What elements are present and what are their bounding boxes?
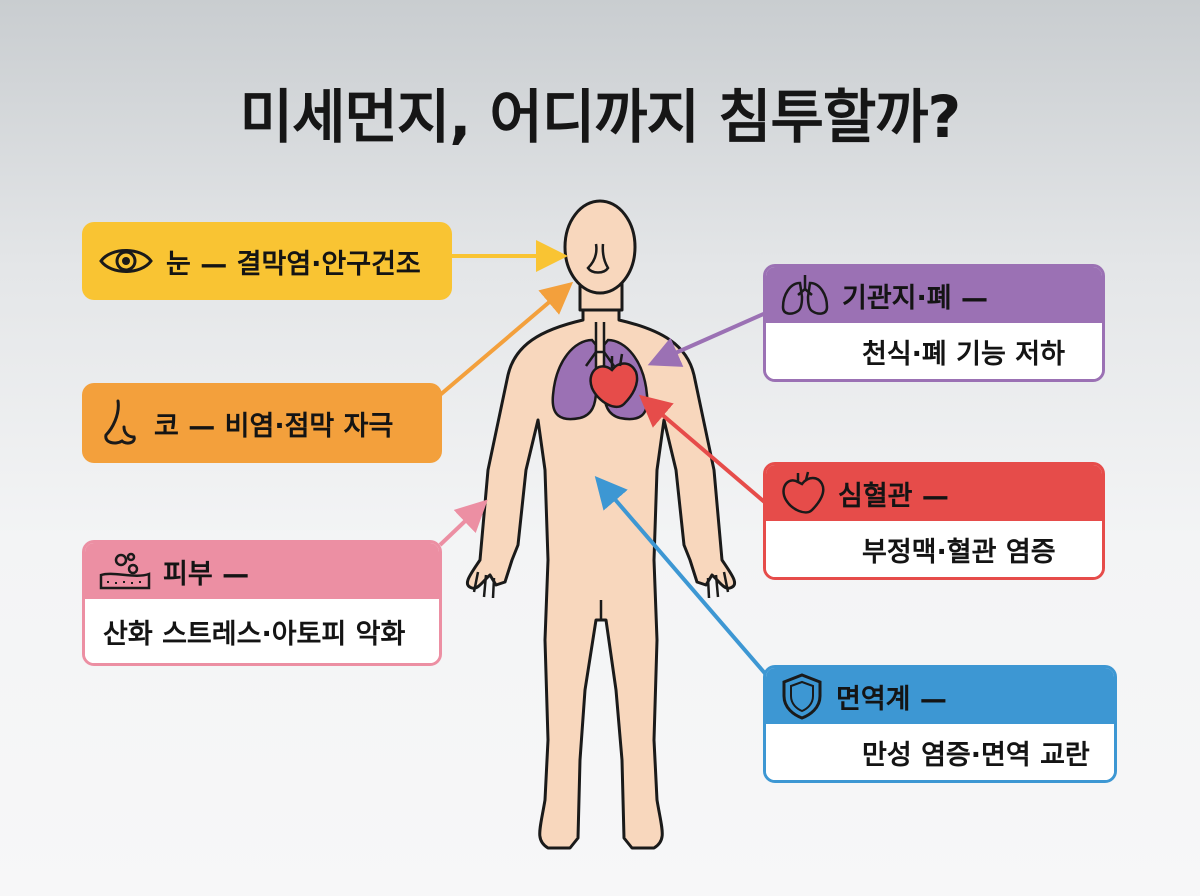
immune-card: 면역계 — 만성 염증·면역 교란	[763, 665, 1117, 783]
eye-card: 눈 — 결막염·안구건조	[82, 222, 452, 300]
lung-arrow	[647, 310, 769, 367]
immune-card-detail: 만성 염증·면역 교란	[862, 739, 1090, 771]
immune-card-heading: 면역계 —	[836, 683, 947, 715]
eye-card-heading: 눈 — 결막염·안구건조	[166, 248, 421, 280]
nose-card-heading: 코 — 비염·점막 자극	[154, 410, 394, 442]
nose-icon	[98, 397, 142, 449]
lung-card: 기관지·폐 — 천식·폐 기능 저하	[763, 264, 1105, 382]
heart-card-detail: 부정맥·혈관 염증	[862, 536, 1056, 568]
nose-arrow	[438, 281, 574, 397]
immune-arrow	[594, 475, 777, 687]
human-figure	[466, 199, 736, 850]
skin-card-heading: 피부 —	[163, 558, 250, 590]
heart-arrow	[638, 394, 770, 507]
lungs-icon	[780, 273, 830, 317]
page-title: 미세먼지, 어디까지 침투할까?	[239, 83, 961, 151]
heart-organ	[589, 353, 639, 409]
skin-card: 피부 — 산화 스트레스·아토피 악화	[82, 540, 442, 666]
lung-card-detail: 천식·폐 기능 저하	[862, 338, 1065, 370]
nose-card: 코 — 비염·점막 자극	[82, 383, 442, 463]
face-nose-icon	[586, 243, 610, 274]
heart-card: 심혈관 — 부정맥·혈관 염증	[763, 462, 1105, 580]
skin-icon	[99, 551, 151, 591]
lung-card-heading: 기관지·폐 —	[842, 282, 989, 314]
heart-card-heading: 심혈관 —	[838, 480, 949, 512]
eye-icon	[98, 243, 154, 279]
skin-arrow	[438, 499, 488, 547]
shield-icon	[780, 672, 824, 720]
heart-icon	[780, 470, 826, 516]
skin-card-detail: 산화 스트레스·아토피 악화	[103, 618, 406, 650]
